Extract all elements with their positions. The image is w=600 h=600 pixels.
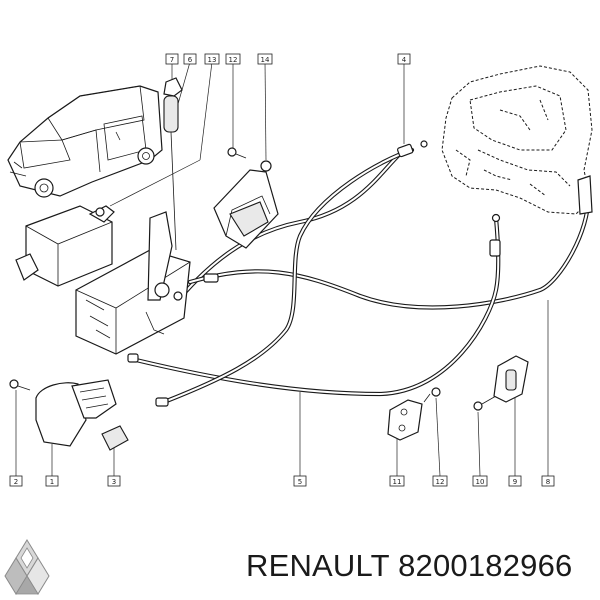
door-handle-assembly [9,379,129,451]
callout-6: 6 [183,53,197,65]
callout-12-bottom: 12 [432,475,448,487]
svg-text:1: 1 [50,478,54,486]
callout-1: 1 [45,475,59,487]
leader-lines [15,61,549,477]
svg-text:8: 8 [546,478,550,486]
svg-text:13: 13 [208,56,217,64]
svg-text:10: 10 [476,478,485,486]
cable-assemblies [127,140,593,407]
locking-rod-knob [163,77,183,251]
door-lock-mechanism [75,211,191,355]
callout-10: 10 [472,475,488,487]
svg-text:4: 4 [402,56,407,64]
part-number: 8200182966 [398,548,573,583]
svg-text:7: 7 [170,56,174,64]
svg-text:6: 6 [188,56,193,64]
callout-8: 8 [541,475,555,487]
svg-text:14: 14 [261,56,270,64]
callout-3: 3 [107,475,121,487]
callout-7: 7 [165,53,179,65]
vehicle-illustration [7,85,163,198]
svg-text:3: 3 [112,478,116,486]
callout-5: 5 [293,475,307,487]
renault-diamond-logo-icon [4,539,50,595]
door-bracket [213,147,279,249]
svg-text:9: 9 [513,478,517,486]
svg-text:5: 5 [298,478,302,486]
callout-14: 14 [257,53,273,65]
part-caption: RENAULT 8200182966 [246,548,572,584]
svg-text:11: 11 [393,478,402,486]
callout-9: 9 [508,475,522,487]
striker-brackets [387,355,529,441]
callout-11: 11 [389,475,405,487]
callout-labels: 7 6 13 12 14 4 2 1 3 5 11 12 10 9 8 [9,53,555,487]
svg-text:12: 12 [229,56,238,64]
svg-text:2: 2 [14,478,18,486]
callout-13: 13 [204,53,220,65]
callout-12-top: 12 [225,53,241,65]
lock-actuator [15,205,115,287]
brand-name: RENAULT [246,548,390,583]
callout-2: 2 [9,475,23,487]
lock-housing-outline [441,65,593,215]
svg-text:12: 12 [436,478,445,486]
callout-4: 4 [397,53,411,65]
